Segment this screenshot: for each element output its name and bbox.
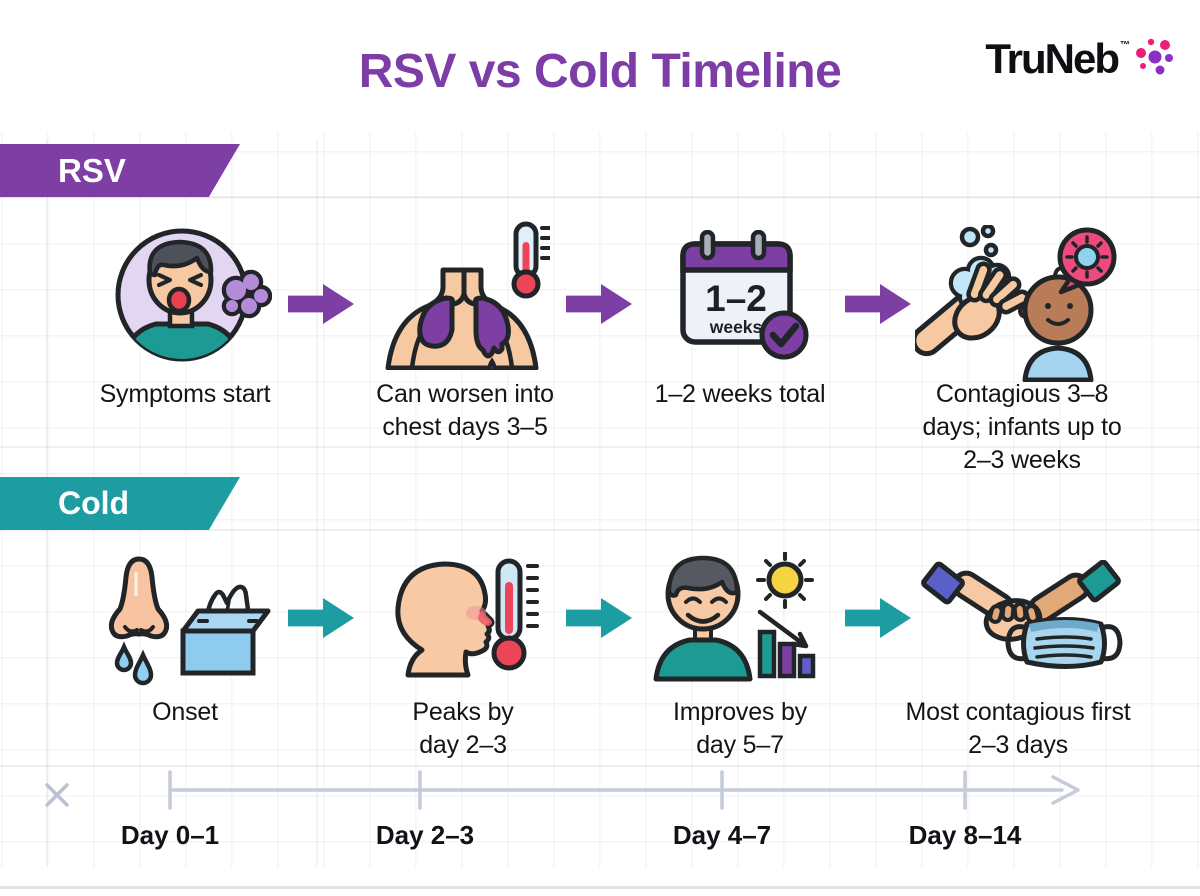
rsv-stage-1-label: Symptoms start	[99, 380, 271, 408]
timeline-label-day-4-7: Day 4–7	[672, 820, 772, 850]
handwashing-infant-virus-icon	[915, 225, 1117, 382]
rsv-stage-3: 1–2 weeks	[660, 230, 810, 370]
rsv-stage-4-label: Contagious 3–8 days; infants up to 2–3 w…	[922, 380, 1122, 474]
cold-stage-2-label: Peaks by day 2–3	[412, 698, 514, 759]
rsv-stage-1	[112, 222, 272, 372]
rsv-banner: RSV	[0, 144, 240, 197]
chest-infection-thermometer-icon	[385, 221, 550, 370]
timeline-label-day-8-14: Day 8–14	[908, 820, 1022, 850]
section-divider	[0, 446, 1200, 448]
cold-stage-3	[648, 552, 833, 687]
cold-stage-1	[95, 555, 285, 690]
brand-name: TruNeb	[985, 35, 1120, 82]
cold-banner: Cold	[0, 477, 240, 530]
page-title: RSV vs Cold Timeline	[358, 45, 842, 98]
rsv-stage-2-label: Can worsen into chest days 3–5	[376, 380, 554, 441]
bottom-edge-strip	[0, 886, 1200, 889]
timeline-arrowhead-icon	[1051, 775, 1080, 805]
fever-head-thermometer-icon	[395, 558, 539, 678]
timeline-label-day-0-1: Day 0–1	[120, 820, 220, 850]
section-divider	[0, 765, 1200, 767]
handshake-face-mask-icon	[921, 560, 1123, 669]
timeline-axis	[168, 770, 1080, 810]
runny-nose-tissue-box-icon	[108, 556, 271, 686]
rsv-stage-3-label: 1–2 weeks total	[654, 380, 826, 408]
calendar-value-text: 1–2	[705, 278, 767, 319]
brand-dots-icon	[1136, 38, 1173, 75]
calendar-unit-text: weeks	[709, 317, 763, 337]
cold-stage-4	[915, 560, 1130, 690]
x-mark-icon	[45, 783, 69, 807]
brand-logo: TruNeb ™	[985, 38, 1178, 80]
cold-stage-4-label: Most contagious first 2–3 days	[905, 698, 1131, 759]
section-divider	[0, 529, 1200, 531]
cold-stage-3-label: Improves by day 5–7	[673, 698, 807, 759]
brand-trademark: ™	[1120, 40, 1130, 51]
timeline-label-day-2-3: Day 2–3	[375, 820, 475, 850]
grid-major-line	[316, 140, 318, 866]
cold-stage-1-label: Onset	[152, 698, 218, 726]
coughing-person-icon	[115, 228, 272, 362]
rsv-stage-2	[380, 218, 550, 370]
rsv-stage-4	[915, 225, 1130, 382]
cold-stage-2	[388, 556, 548, 691]
improving-person-sun-chart-icon	[653, 552, 816, 682]
rsv-banner-label: RSV	[58, 151, 126, 189]
section-divider	[0, 196, 1200, 198]
cold-banner-label: Cold	[58, 485, 130, 521]
calendar-1-2-weeks-icon: 1–2 weeks	[680, 230, 809, 360]
